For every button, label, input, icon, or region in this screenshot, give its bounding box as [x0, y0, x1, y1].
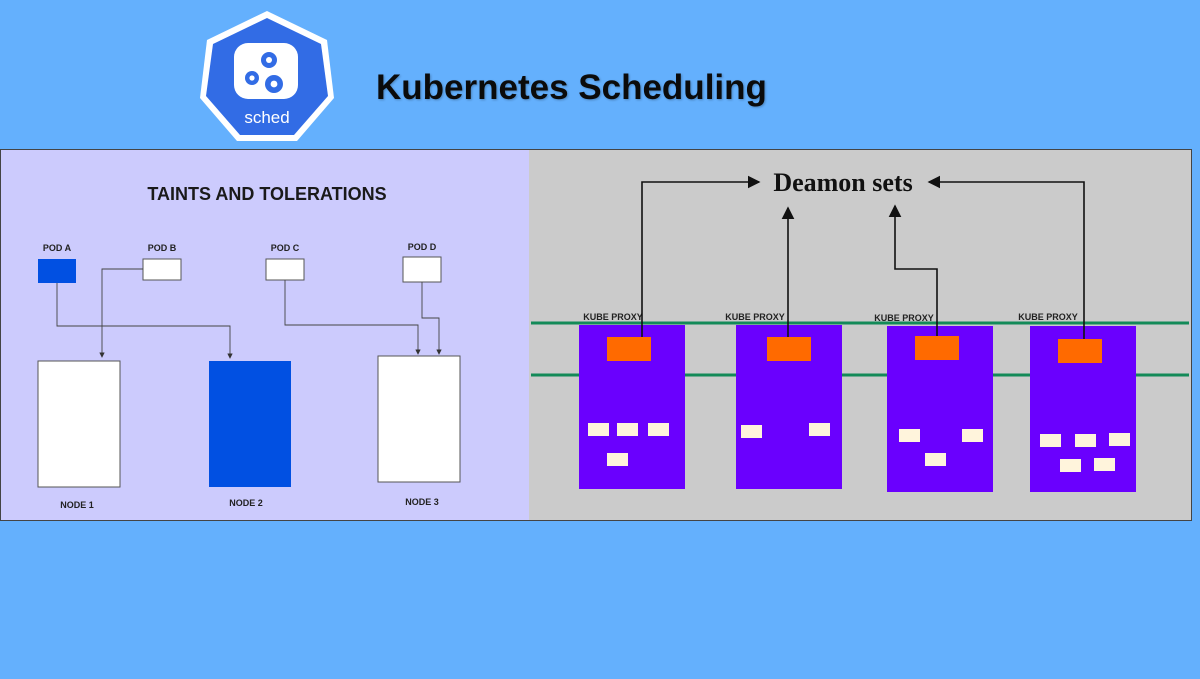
pod-a-to-node-2-edge — [56, 283, 233, 359]
workload-pod — [962, 429, 983, 442]
daemonsets-diagram: Deamon sets KUBE PROXY KUBE PROXY KUBE P… — [531, 168, 1189, 492]
kubernetes-sched-logo: sched — [200, 11, 334, 141]
workload-pod — [607, 453, 628, 466]
node-3-label: NODE 3 — [405, 497, 439, 507]
workload-pod — [617, 423, 638, 436]
pod-c-to-node-3-edge — [284, 280, 421, 355]
workload-pod — [1094, 458, 1115, 471]
node-1-label: NODE 1 — [60, 500, 94, 510]
diagram-panel: TAINTS AND TOLERATIONS POD A POD B POD C… — [0, 149, 1192, 521]
node-3 — [377, 355, 461, 483]
pod-b-to-node-1-edge — [99, 268, 143, 358]
pod-c-label: POD C — [271, 243, 300, 253]
workload-pod — [899, 429, 920, 442]
daemonsets-heading: Deamon sets — [773, 168, 912, 197]
daemonsets-pane: Deamon sets KUBE PROXY KUBE PROXY KUBE P… — [529, 150, 1191, 520]
node-2 — [209, 361, 291, 487]
gear-icon — [245, 52, 283, 93]
kube-proxy-pod-4 — [1058, 339, 1102, 363]
workload-pod — [648, 423, 669, 436]
kube-proxy-label-1: KUBE PROXY — [583, 312, 643, 322]
pod-b — [142, 258, 182, 281]
pod-d-to-node-3-edge — [421, 282, 442, 355]
kube-proxy-pod-3 — [915, 336, 959, 360]
proxy-1-to-daemonset-edge — [641, 175, 761, 337]
pod-a — [38, 259, 76, 283]
workload-pod — [1075, 434, 1096, 447]
kube-proxy-pod-2 — [767, 337, 811, 361]
workload-pod — [741, 425, 762, 438]
taints-tolerations-pane: TAINTS AND TOLERATIONS POD A POD B POD C… — [1, 150, 529, 520]
workload-pod — [1040, 434, 1061, 447]
kube-proxy-label-3: KUBE PROXY — [874, 313, 934, 323]
workload-pod — [1060, 459, 1081, 472]
page-title: Kubernetes Scheduling — [376, 68, 767, 107]
workload-pod — [809, 423, 830, 436]
proxy-4-to-daemonset-edge — [927, 175, 1085, 339]
logo-text: sched — [244, 108, 289, 127]
taints-heading: TAINTS AND TOLERATIONS — [147, 184, 386, 204]
pod-b-label: POD B — [148, 243, 177, 253]
node-2-label: NODE 2 — [229, 498, 263, 508]
workload-pod — [588, 423, 609, 436]
kube-proxy-label-4: KUBE PROXY — [1018, 312, 1078, 322]
workload-pod — [1109, 433, 1130, 446]
kube-proxy-pod-1 — [607, 337, 651, 361]
pod-d-label: POD D — [408, 242, 437, 252]
daemon-node-2 — [736, 325, 842, 489]
taints-diagram: TAINTS AND TOLERATIONS POD A POD B POD C… — [37, 184, 461, 510]
daemon-node-1 — [579, 325, 685, 489]
kube-proxy-label-2: KUBE PROXY — [725, 312, 785, 322]
pod-d — [402, 256, 442, 283]
pod-a-label: POD A — [43, 243, 72, 253]
daemon-node-3 — [887, 326, 993, 492]
node-1 — [37, 360, 121, 488]
workload-pod — [925, 453, 946, 466]
pod-c — [265, 258, 305, 281]
daemon-node-4 — [1030, 326, 1136, 492]
proxy-3-to-daemonset-edge — [888, 204, 938, 336]
